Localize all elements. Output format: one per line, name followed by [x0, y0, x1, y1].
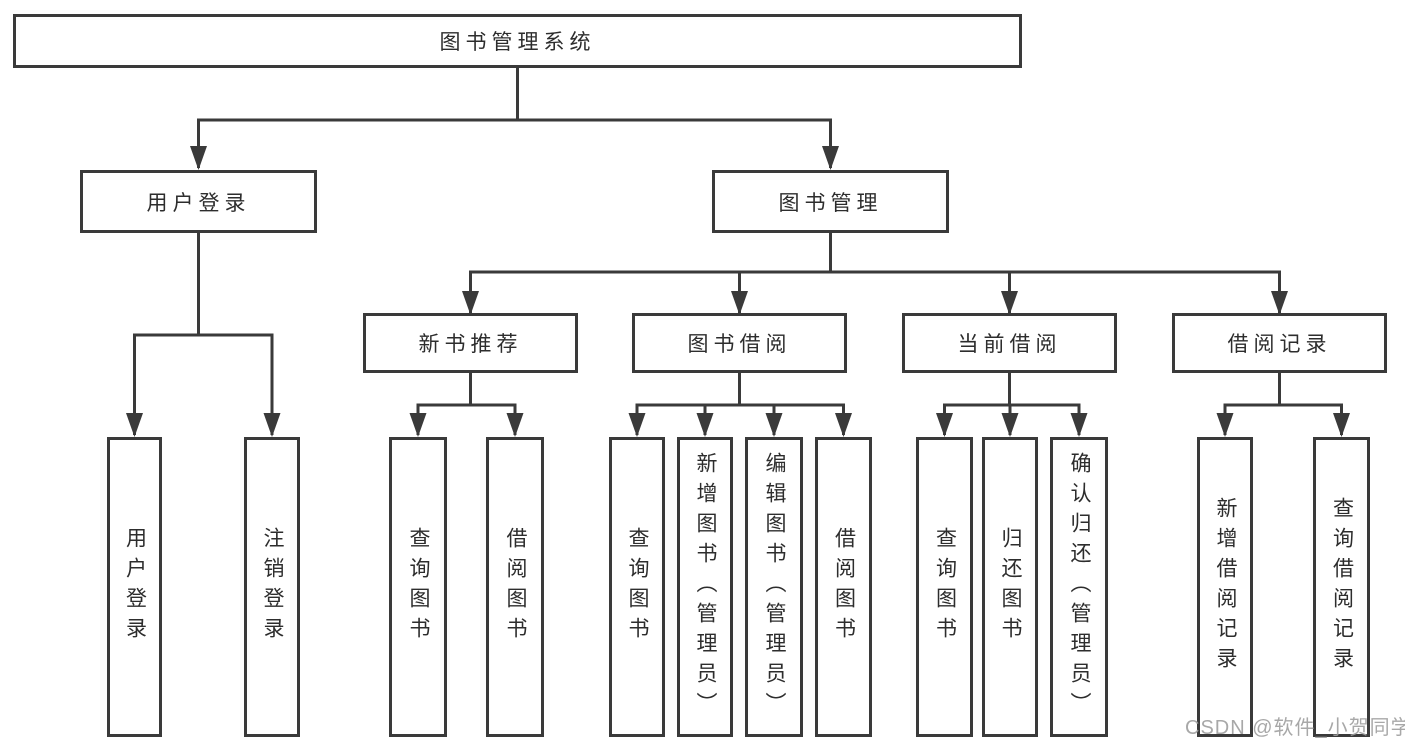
node-book-borrow: 图书借阅	[632, 313, 847, 373]
leaf-current-confirm-return-admin-label: 确认归还（管理员）	[1068, 452, 1091, 722]
node-current-borrow: 当前借阅	[902, 313, 1117, 373]
leaf-newbook-borrow-books: 借阅图书	[486, 437, 544, 737]
arrow-down-icon	[506, 413, 524, 437]
leaf-borrow-query-books-label: 查询图书	[626, 527, 649, 647]
leaf-current-query-books-label: 查询图书	[933, 527, 957, 647]
node-root-label: 图书管理系统	[439, 31, 596, 54]
arrow-down-icon	[696, 413, 714, 437]
leaf-user-login: 用户登录	[107, 437, 162, 737]
leaf-record-query-borrow-record: 查询借阅记录	[1313, 437, 1370, 737]
connector-newbook-to-leaves	[416, 372, 517, 435]
arrow-down-icon	[1001, 413, 1019, 437]
node-book-borrow-label: 图书借阅	[687, 333, 792, 356]
leaf-newbook-query-books: 查询图书	[389, 437, 447, 737]
leaf-borrow-add-books-admin-label: 新增图书（管理员）	[694, 452, 717, 722]
arrow-down-icon	[1271, 291, 1288, 315]
arrow-down-icon	[126, 413, 143, 437]
node-book-management-label: 图书管理	[778, 191, 883, 215]
leaf-record-add-borrow-record: 新增借阅记录	[1197, 437, 1253, 737]
leaf-record-add-borrow-record-label: 新增借阅记录	[1214, 497, 1237, 677]
connector-userlogin-to-leaves	[133, 232, 274, 435]
leaf-logout-label: 注销登录	[261, 527, 284, 647]
arrow-down-icon	[936, 413, 953, 437]
connector-borrowrecord-to-leaves	[1223, 373, 1343, 435]
node-new-book-recommend: 新书推荐	[363, 313, 578, 373]
arrow-down-icon	[190, 146, 207, 170]
leaf-newbook-query-books-label: 查询图书	[407, 527, 430, 647]
node-user-login-label: 用户登录	[146, 191, 251, 215]
leaf-borrow-edit-books-admin: 编辑图书（管理员）	[745, 437, 803, 737]
arrow-down-icon	[1216, 413, 1234, 437]
leaf-newbook-borrow-books-label: 借阅图书	[504, 527, 527, 647]
arrow-down-icon	[263, 413, 281, 437]
arrow-down-icon	[765, 413, 783, 437]
node-book-management: 图书管理	[712, 170, 949, 233]
node-user-login: 用户登录	[80, 170, 317, 233]
leaf-user-login-label: 用户登录	[123, 527, 147, 647]
arrow-down-icon	[822, 146, 839, 170]
arrow-down-icon	[1070, 413, 1088, 437]
arrow-down-icon	[1001, 291, 1018, 315]
leaf-current-return-books-label: 归还图书	[999, 527, 1022, 647]
arrow-heads	[126, 146, 1350, 437]
leaf-current-return-books: 归还图书	[982, 437, 1038, 737]
arrow-down-icon	[1333, 413, 1350, 437]
leaf-current-confirm-return-admin: 确认归还（管理员）	[1050, 437, 1108, 737]
node-current-borrow-label: 当前借阅	[957, 333, 1062, 356]
arrow-down-icon	[462, 291, 479, 315]
leaf-logout: 注销登录	[244, 437, 300, 737]
node-borrow-records-label: 借阅记录	[1227, 333, 1332, 356]
leaf-borrow-borrow-books: 借阅图书	[815, 437, 872, 737]
connector-bookmgmt-to-level3	[469, 232, 1281, 313]
node-new-book-recommend-label: 新书推荐	[418, 333, 523, 356]
node-borrow-records: 借阅记录	[1172, 313, 1387, 373]
leaf-current-query-books: 查询图书	[916, 437, 973, 737]
leaf-borrow-borrow-books-label: 借阅图书	[832, 527, 856, 647]
connector-bookborrow-to-leaves	[635, 372, 845, 435]
arrow-down-icon	[409, 413, 427, 437]
leaf-record-query-borrow-record-label: 查询借阅记录	[1330, 497, 1354, 677]
arrow-down-icon	[628, 413, 646, 437]
leaf-borrow-query-books: 查询图书	[609, 437, 665, 737]
connector-root-to-level2	[197, 67, 832, 168]
node-root: 图书管理系统	[13, 14, 1022, 68]
arrow-down-icon	[731, 291, 748, 315]
arrow-down-icon	[835, 413, 852, 437]
leaf-borrow-add-books-admin: 新增图书（管理员）	[677, 437, 733, 737]
watermark: CSDN @软件_小贺同学	[1185, 717, 1405, 739]
leaf-borrow-edit-books-admin-label: 编辑图书（管理员）	[763, 452, 786, 722]
